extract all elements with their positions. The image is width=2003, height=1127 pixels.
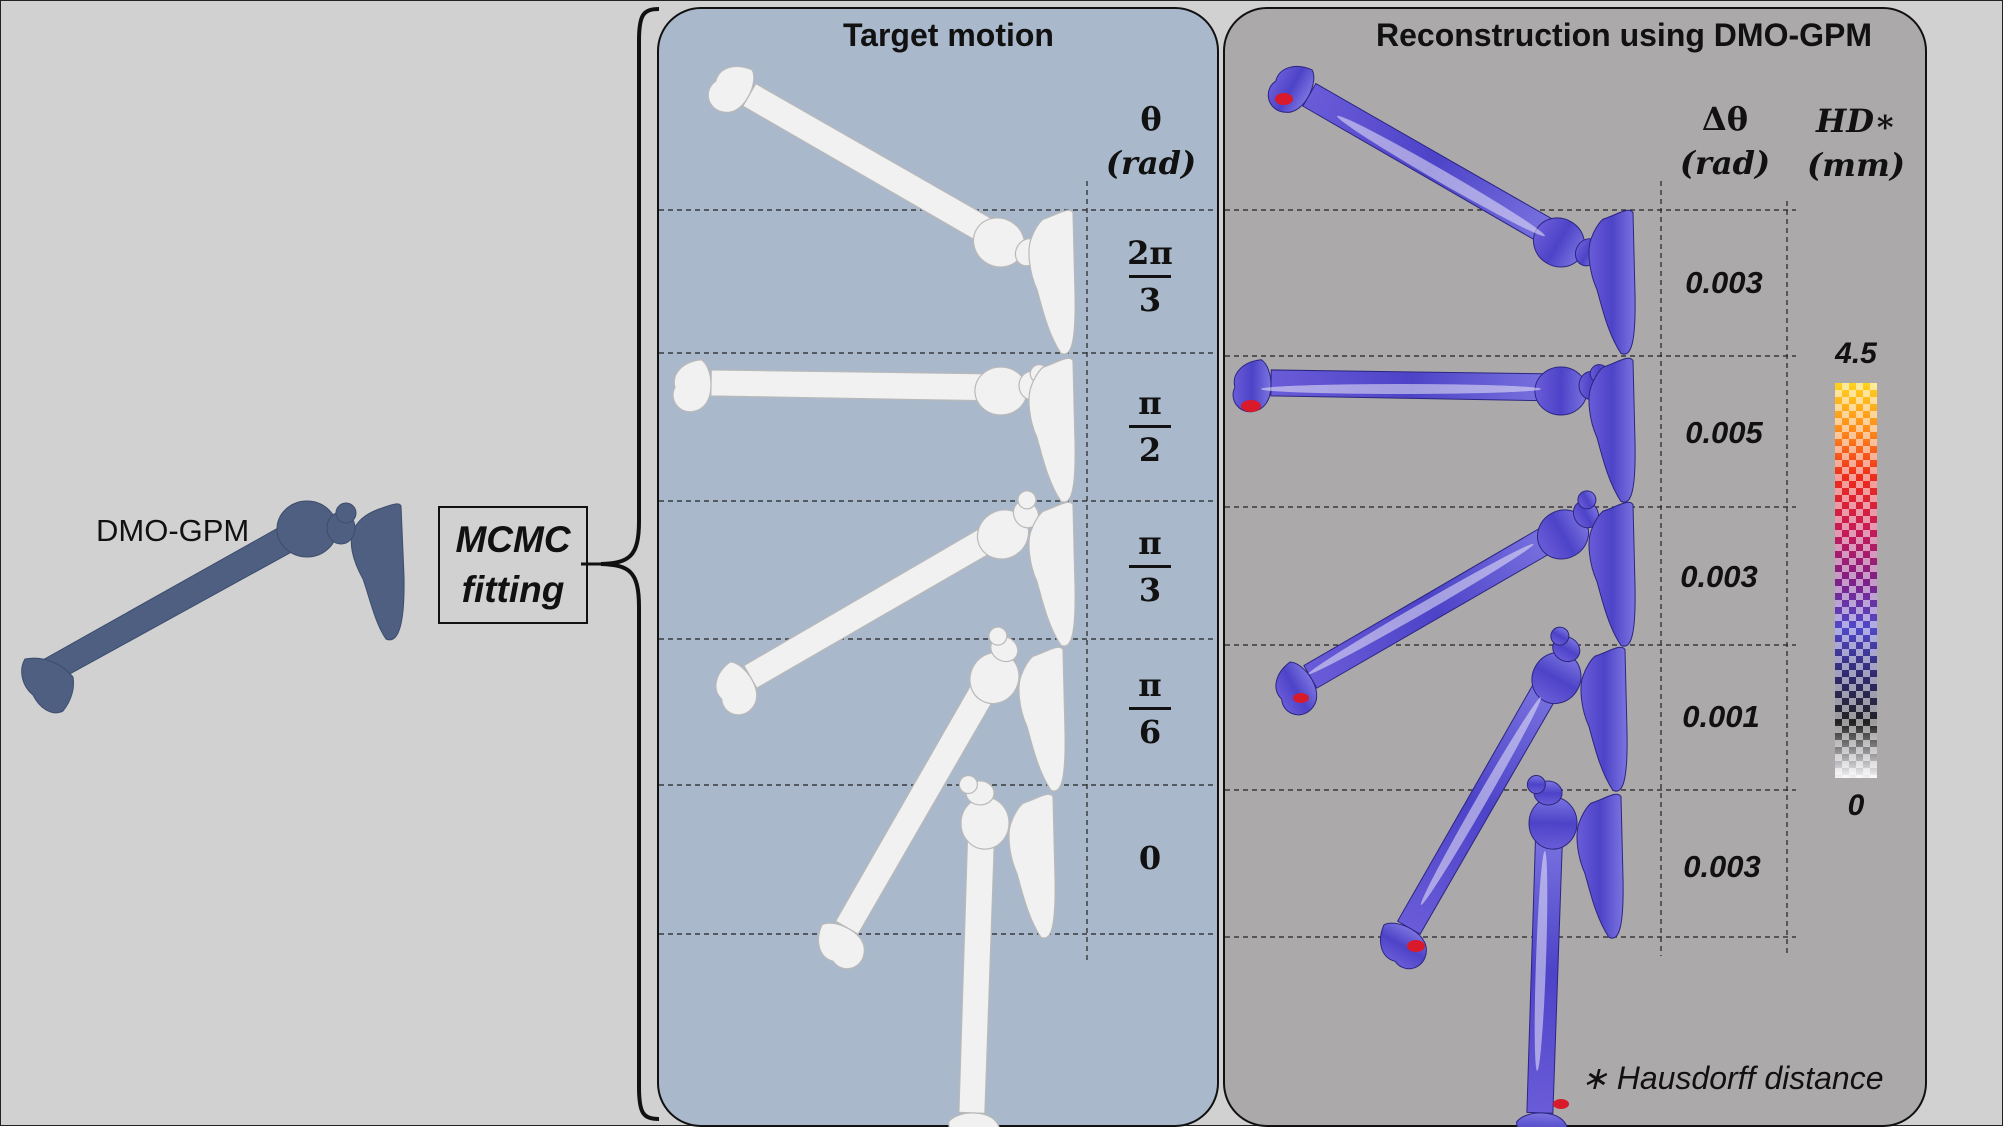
- hd-unit: (mm): [1807, 146, 1905, 184]
- dmo-gpm-label: DMO-GPM: [96, 513, 250, 548]
- error-value-3: 0.003: [1680, 559, 1758, 594]
- target-bone-2pi-3: [701, 54, 1054, 290]
- target-motion-title: Target motion: [843, 17, 1054, 53]
- mcmc-fitting-box: MCMC fitting: [438, 506, 588, 624]
- delta-theta-symbol: Δθ: [1701, 100, 1749, 138]
- row-separators: [659, 209, 1796, 938]
- target-scapula-pi-6: [1018, 646, 1066, 792]
- colorbar-min-label: 0: [1847, 789, 1865, 822]
- reconstruction-title: Reconstruction using DMO-GPM: [1376, 17, 1872, 53]
- dmo-gpm-model: [21, 500, 405, 714]
- target-bone-0: [945, 774, 1014, 1127]
- theta-header: θ (rad): [1091, 97, 1211, 185]
- target-scapula-2pi-3: [1028, 209, 1076, 355]
- colorbar-max-label: 4.5: [1835, 337, 1877, 370]
- curly-brace: [581, 7, 660, 1121]
- theta-unit: (rad): [1105, 144, 1197, 182]
- hausdorff-footnote: ∗ Hausdorff distance: [1581, 1060, 1884, 1096]
- error-value-1: 0.003: [1685, 265, 1763, 300]
- target-scapula-pi-2: [1028, 357, 1076, 503]
- error-value-2: 0.005: [1685, 415, 1763, 450]
- reconstruction-bones: [1232, 54, 1636, 1127]
- theta-value-0: 0: [1138, 839, 1162, 877]
- error-value-4: 0.001: [1682, 699, 1760, 734]
- recon-bone-5: [1514, 774, 1582, 1127]
- mcmc-label: MCMC: [455, 519, 571, 560]
- error-value-5: 0.003: [1683, 849, 1761, 884]
- hausdorff-colorbar: [1835, 383, 1877, 778]
- target-bones: [672, 54, 1076, 1127]
- delta-theta-unit: (rad): [1679, 144, 1771, 182]
- target-bone-pi-2: [672, 357, 1049, 419]
- theta-symbol: θ: [1140, 100, 1162, 138]
- target-scapula-pi-3: [1028, 501, 1076, 647]
- target-bone-pi-6: [806, 623, 1042, 976]
- target-scapula-0: [1008, 793, 1056, 939]
- fitting-label: fitting: [461, 569, 565, 610]
- dmo-humerus-distal: [21, 657, 74, 714]
- reconstruction-hotspots: [1241, 93, 1569, 1109]
- column-separators: [1086, 181, 1788, 961]
- hd-header: HD∗ (mm): [1801, 99, 1911, 187]
- reconstruction-panel: [1223, 7, 1927, 1127]
- hd-symbol: HD∗: [1815, 102, 1897, 140]
- reconstruction-highlights: [1261, 115, 1548, 1071]
- delta-theta-header: Δθ (rad): [1665, 97, 1785, 185]
